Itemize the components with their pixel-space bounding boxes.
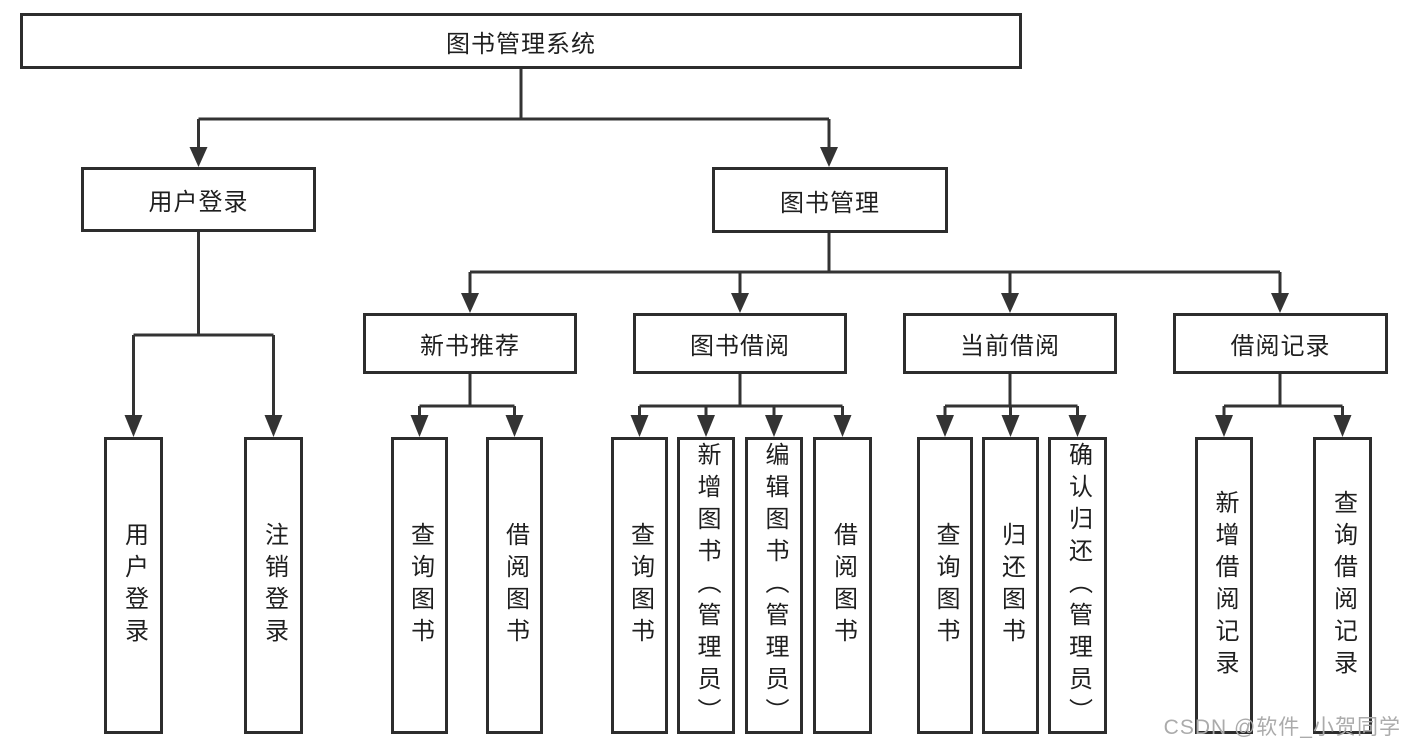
node-leaf-borrow-books: 借阅图书 (813, 437, 872, 734)
node-label: 图书管理 (780, 189, 880, 217)
node-label: 借阅图书 (501, 521, 529, 650)
arrow-icon (820, 147, 838, 167)
branch-new-book (418, 374, 516, 419)
branch-borrow-records (1222, 374, 1344, 419)
arrow-icon (461, 293, 479, 313)
arrow-icon (1271, 293, 1289, 313)
node-leaf-query-books: 查询图书 (917, 437, 973, 734)
node-label: 查询图书 (406, 521, 434, 650)
node-leaf-return-books: 归还图书 (982, 437, 1039, 734)
branch-user-login (132, 232, 275, 419)
arrow-icon (410, 415, 429, 437)
arrow-icon (1215, 415, 1233, 437)
branch-book-borrow (638, 374, 844, 419)
arrow-icon (936, 415, 954, 437)
node-book-management: 图书管理 (712, 167, 948, 233)
node-current-borrow: 当前借阅 (903, 313, 1117, 374)
node-borrow-records: 借阅记录 (1173, 313, 1388, 374)
node-label: 查询图书 (932, 521, 959, 650)
node-label: 用户登录 (120, 521, 148, 650)
arrow-icon (1001, 415, 1020, 437)
arrow-icon (731, 293, 749, 313)
arrow-icon (765, 415, 783, 437)
node-root-system: 图书管理系统 (20, 13, 1022, 69)
branch-book-mgmt (468, 233, 1282, 295)
node-leaf-user-login: 用户登录 (104, 437, 163, 734)
node-label: 查询图书 (626, 521, 654, 650)
node-label: 借阅图书 (829, 521, 857, 650)
node-user-login: 用户登录 (81, 167, 316, 232)
node-book-borrow: 图书借阅 (633, 313, 847, 374)
node-label: 查询借阅记录 (1329, 489, 1357, 682)
node-leaf-logout: 注销登录 (244, 437, 303, 734)
arrow-icon (124, 415, 143, 437)
csdn-watermark: CSDN @软件_小贺同学 (1163, 716, 1401, 739)
arrow-icon (1333, 415, 1352, 437)
node-label: 确认归还（管理员） (1064, 441, 1092, 730)
node-new-book-recommend: 新书推荐 (363, 313, 577, 374)
node-label: 借阅记录 (1230, 333, 1331, 360)
node-leaf-add-borrow-record: 新增借阅记录 (1195, 437, 1253, 734)
node-label: 编辑图书（管理员） (761, 441, 788, 730)
branch-root (197, 69, 831, 149)
node-label: 新书推荐 (420, 333, 520, 360)
node-leaf-confirm-return-admin: 确认归还（管理员） (1048, 437, 1107, 734)
node-label: 归还图书 (997, 521, 1025, 650)
arrow-icon (630, 415, 649, 437)
node-leaf-query-books: 查询图书 (391, 437, 448, 734)
arrow-icon (833, 415, 852, 437)
branch-current-borrow (943, 374, 1079, 419)
node-label: 注销登录 (260, 521, 288, 650)
node-leaf-query-books: 查询图书 (611, 437, 668, 734)
node-label: 图书借阅 (690, 333, 790, 360)
node-label: 图书管理系统 (446, 30, 596, 58)
node-label: 当前借阅 (960, 333, 1060, 360)
node-leaf-edit-books-admin: 编辑图书（管理员） (745, 437, 803, 734)
node-leaf-query-borrow-record: 查询借阅记录 (1313, 437, 1372, 734)
arrow-icon (1068, 415, 1087, 437)
arrow-icon (505, 415, 524, 437)
arrow-icon (1001, 293, 1019, 313)
node-label: 用户登录 (148, 189, 249, 216)
node-leaf-borrow-books: 借阅图书 (486, 437, 543, 734)
node-label: 新增图书（管理员） (693, 441, 720, 730)
arrow-icon (697, 415, 715, 437)
node-label: 新增借阅记录 (1211, 489, 1238, 682)
node-leaf-add-books-admin: 新增图书（管理员） (677, 437, 735, 734)
arrow-icon (189, 147, 208, 167)
arrow-icon (264, 415, 283, 437)
